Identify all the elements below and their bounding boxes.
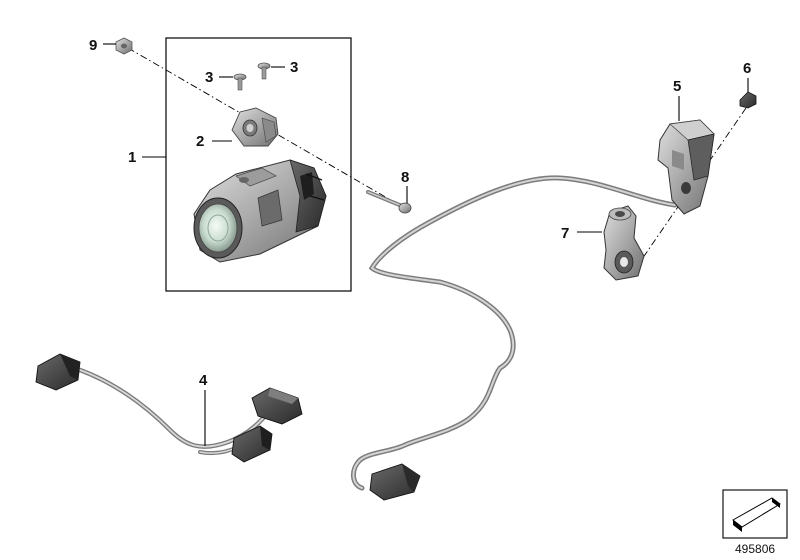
part-6-screw: [739, 91, 757, 109]
part-3-screw-a: [233, 73, 247, 91]
callout-7: 7: [561, 225, 569, 242]
callout-9: 9: [89, 37, 97, 54]
callout-3b: 3: [290, 59, 298, 76]
callout-8: 8: [401, 169, 409, 186]
part-2-bracket: [231, 107, 279, 147]
part-3-screw-b: [257, 62, 271, 80]
callout-6: 6: [743, 60, 751, 77]
part-8-bolt: [366, 190, 412, 214]
diagram-number: 495806: [735, 542, 775, 556]
part-7-clamp: [603, 205, 645, 281]
auxiliary-lamp: [193, 159, 327, 263]
callout-4: 4: [199, 372, 208, 389]
callout-3a: 3: [205, 69, 213, 86]
main-cable-connector: [369, 463, 421, 501]
part-9-nut: [115, 37, 133, 55]
part-5-holder: [657, 119, 715, 215]
part-4-harness: [35, 353, 303, 463]
callout-2: 2: [196, 133, 204, 150]
callout-5: 5: [673, 78, 681, 95]
callout-1: 1: [128, 149, 136, 166]
assembly-box: [165, 37, 352, 292]
view-direction-symbol: [722, 489, 788, 539]
